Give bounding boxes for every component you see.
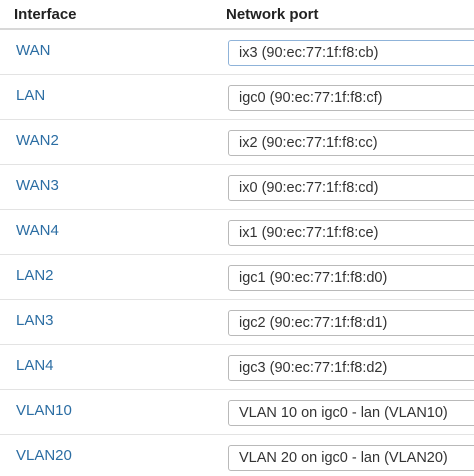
table-row: WAN4 ix1 (90:ec:77:1f:f8:ce) (0, 210, 474, 255)
interface-link-wan3[interactable]: WAN3 (16, 177, 59, 194)
interface-link-lan3[interactable]: LAN3 (16, 312, 54, 329)
table-row: VLAN20 VLAN 20 on igc0 - lan (VLAN20) (0, 435, 474, 476)
network-port-select-lan2[interactable]: igc1 (90:ec:77:1f:f8:d0) (228, 265, 474, 291)
interface-link-wan[interactable]: WAN (16, 42, 51, 59)
interface-link-vlan20[interactable]: VLAN20 (16, 447, 72, 464)
network-port-select-lan4[interactable]: igc3 (90:ec:77:1f:f8:d2) (228, 355, 474, 381)
table-row: LAN4 igc3 (90:ec:77:1f:f8:d2) (0, 345, 474, 390)
interface-link-lan2[interactable]: LAN2 (16, 267, 54, 284)
network-port-select-wan2[interactable]: ix2 (90:ec:77:1f:f8:cc) (228, 130, 474, 156)
table-row: WAN ix3 (90:ec:77:1f:f8:cb) (0, 30, 474, 75)
table-row: LAN3 igc2 (90:ec:77:1f:f8:d1) (0, 300, 474, 345)
header-network-port: Network port (226, 6, 319, 23)
interface-link-lan[interactable]: LAN (16, 87, 46, 104)
interface-assignments-table: WAN ix3 (90:ec:77:1f:f8:cb) LAN igc0 (90… (0, 30, 474, 476)
table-header: Interface Network port (0, 0, 474, 30)
network-port-select-vlan10[interactable]: VLAN 10 on igc0 - lan (VLAN10) (228, 400, 474, 426)
network-port-select-lan[interactable]: igc0 (90:ec:77:1f:f8:cf) (228, 85, 474, 111)
table-row: LAN igc0 (90:ec:77:1f:f8:cf) (0, 75, 474, 120)
interface-link-lan4[interactable]: LAN4 (16, 357, 54, 374)
interface-link-vlan10[interactable]: VLAN10 (16, 402, 72, 419)
network-port-select-lan3[interactable]: igc2 (90:ec:77:1f:f8:d1) (228, 310, 474, 336)
table-row: WAN2 ix2 (90:ec:77:1f:f8:cc) (0, 120, 474, 165)
interface-link-wan2[interactable]: WAN2 (16, 132, 59, 149)
network-port-select-wan[interactable]: ix3 (90:ec:77:1f:f8:cb) (228, 40, 474, 66)
network-port-select-wan4[interactable]: ix1 (90:ec:77:1f:f8:ce) (228, 220, 474, 246)
network-port-select-wan3[interactable]: ix0 (90:ec:77:1f:f8:cd) (228, 175, 474, 201)
table-row: LAN2 igc1 (90:ec:77:1f:f8:d0) (0, 255, 474, 300)
table-row: VLAN10 VLAN 10 on igc0 - lan (VLAN10) (0, 390, 474, 435)
network-port-select-vlan20[interactable]: VLAN 20 on igc0 - lan (VLAN20) (228, 445, 474, 471)
interface-link-wan4[interactable]: WAN4 (16, 222, 59, 239)
table-row: WAN3 ix0 (90:ec:77:1f:f8:cd) (0, 165, 474, 210)
header-interface: Interface (14, 6, 77, 23)
